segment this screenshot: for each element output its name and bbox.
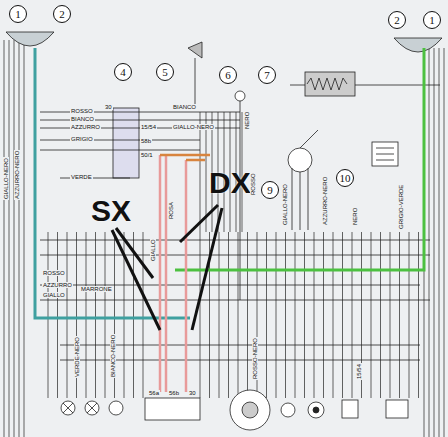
wire-label: ROSSO-NERO [252,337,258,380]
wire [238,232,239,398]
wire-label: 15/54 [140,124,157,130]
wire [200,112,201,232]
wire [429,48,430,437]
callout-circle: 6 [219,66,237,84]
wire-label: 56b [168,390,180,396]
side-label: DX [208,168,252,198]
wire [219,232,220,398]
wire-label: 15/54 [356,363,362,380]
wire [200,232,201,398]
wire-label: BIANCO [70,116,95,122]
wire [323,232,324,398]
wire [434,48,435,437]
wire [333,232,334,398]
callout-number: 1 [429,15,435,26]
wire [95,232,96,398]
wire [9,40,10,437]
wire-label: 30 [104,104,113,110]
wire-label: GIALLO-NERO [172,124,215,130]
callout-circle: 4 [114,63,132,81]
wire [371,232,372,398]
wire-label: AZZURRO [70,124,101,130]
wire-label: AZZURRO [42,282,73,288]
callout-circle: 7 [258,66,276,84]
callout-number: 1 [15,9,21,20]
wire [86,232,87,398]
wire [304,232,305,398]
wire-label: ROSSO [70,108,94,114]
callout-number: 4 [120,67,126,78]
callout-circle: 9 [261,181,279,199]
callout-number: 7 [264,70,270,81]
callout-circle: 1 [9,5,27,23]
wire [247,232,248,398]
wire [390,232,391,398]
wire-label: GRIGIO [70,136,94,142]
callout-number: 6 [225,70,231,81]
wire [409,232,410,398]
wire-label: GIALLO-NERO [3,157,9,200]
wire-label: NERO [352,207,358,226]
wire-label: VERDE-NERO [74,336,80,378]
wire-label: BIANCO [172,104,197,110]
wire-label: AZZURRO-NERO [322,176,328,226]
callout-circle: 10 [336,169,354,187]
callout-number: 2 [394,15,400,26]
wire [206,112,207,232]
wire [4,40,5,437]
wire [57,232,58,398]
wire-label: 58b [140,138,152,144]
wire [14,40,15,437]
wire [228,232,229,398]
wire-label: ROSSO [250,172,256,196]
wire-label: GIALLO [42,292,66,298]
wire-label: AZZURRO-NERO [14,150,20,200]
wire [48,232,49,398]
wire [105,232,106,398]
wire-label: 50/1 [140,152,154,158]
wire [295,232,296,398]
wire [67,232,68,398]
callout-circle: 2 [388,11,406,29]
wire [444,48,445,437]
callout-number: 2 [59,9,65,20]
wire [342,232,343,398]
wire-label: GIALLO [150,238,156,262]
callout-number: 9 [267,185,273,196]
callout-number: 5 [162,67,168,78]
wire [133,232,134,398]
wire-label: ROSSO [42,270,66,276]
wire-label: 30 [188,390,197,396]
wire-label: BIANCO-NERO [110,334,116,378]
side-label: SX [90,196,132,226]
wire [143,232,144,398]
callout-number: 10 [340,173,351,184]
wire [314,232,315,398]
wire-label: 56a [148,390,160,396]
wire [19,40,20,437]
wire [276,232,277,398]
wire-label: VERDE [70,174,93,180]
wire [380,232,381,398]
wire [439,48,440,437]
wire-label: NERO [244,111,250,130]
wire [24,40,25,437]
wire-label: GRIGIO-VERDE [398,184,404,230]
wire-label: ROSA [168,201,174,220]
wire-label: MARRONE [80,286,113,292]
wire-label: GIALLO-NERO [282,183,288,226]
wire [285,232,286,398]
wire [399,232,400,398]
wire [352,232,353,398]
wire [266,232,267,398]
callout-circle: 5 [156,63,174,81]
callout-circle: 1 [423,11,441,29]
wire [418,232,419,398]
callout-circle: 2 [53,5,71,23]
